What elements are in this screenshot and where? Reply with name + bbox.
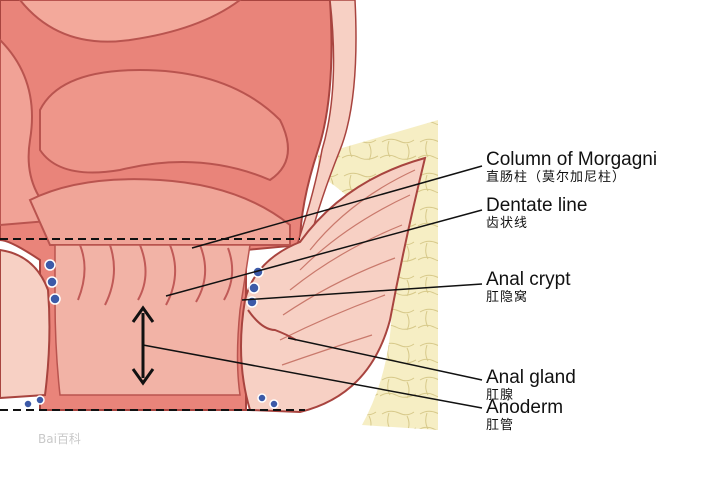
label-dentate-line: Dentate line 齿状线 <box>486 196 587 232</box>
anal-glands-left <box>23 259 61 409</box>
label-anal-gland-en: Anal gland <box>486 367 576 388</box>
label-anal-crypt: Anal crypt 肛隐窝 <box>486 270 570 306</box>
label-anal-crypt-en: Anal crypt <box>486 269 571 290</box>
watermark: Bai百科 <box>38 432 81 446</box>
label-column-of-morgagni: Column of Morgagni 直肠柱（莫尔加尼柱） <box>486 150 657 186</box>
label-column-of-morgagni-en: Column of Morgagni <box>486 149 658 170</box>
label-column-of-morgagni-zh: 直肠柱（莫尔加尼柱） <box>486 170 627 185</box>
label-anoderm: Anoderm 肛管 <box>486 398 563 434</box>
sphincter-left <box>0 248 51 400</box>
label-dentate-line-zh: 齿状线 <box>486 216 529 231</box>
rectal-lumen-lower <box>28 178 291 246</box>
rectal-lumen-upper <box>18 0 242 43</box>
label-anal-gland: Anal gland 肛腺 <box>486 368 576 404</box>
sphincter-fibers <box>279 169 416 366</box>
anal-gland-duct <box>247 309 297 341</box>
label-anoderm-en: Anoderm <box>486 397 564 418</box>
label-anal-crypt-zh: 肛隐窝 <box>486 290 529 305</box>
label-dentate-line-en: Dentate line <box>486 195 588 216</box>
rectal-lumen-middle <box>39 68 289 182</box>
columns-of-morgagni <box>77 244 234 306</box>
label-anal-gland-zh: 肛腺 <box>486 388 515 403</box>
leader-lines <box>142 165 483 409</box>
label-anoderm-zh: 肛管 <box>486 418 515 433</box>
